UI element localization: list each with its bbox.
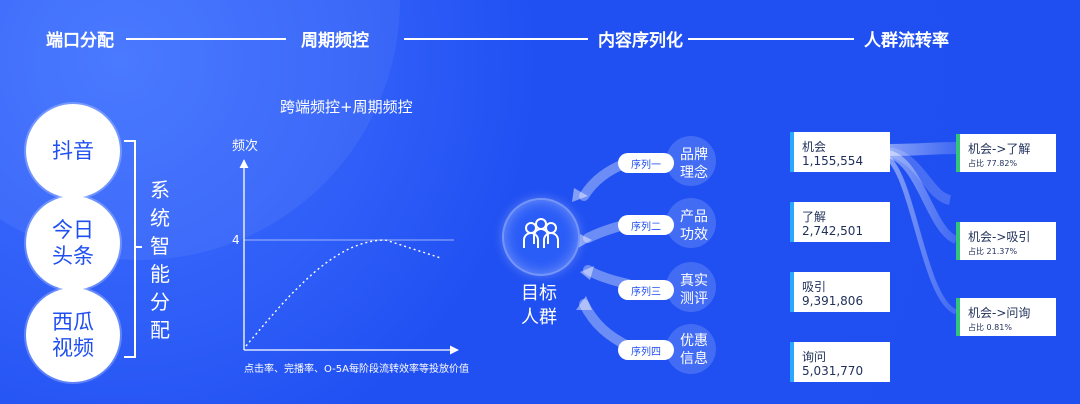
sequence-desc-line: 功效 <box>680 227 708 243</box>
sequence-desc-line: 信息 <box>680 351 708 367</box>
funnel-stage-name: 了解 <box>802 210 827 224</box>
sequence-desc-line: 品牌 <box>680 147 708 163</box>
conversion-name: 机会->了解 <box>968 142 1031 156</box>
system-distribution-label: 系 统 智 能 分 配 <box>146 176 174 344</box>
x-axis-label: 点击率、完播率、O-5A每阶段流转效率等投放价值 <box>244 362 469 375</box>
funnel-stage-value: 1,155,554 <box>802 154 864 168</box>
flow-ribbon <box>886 147 952 205</box>
platform-label: 抖音 <box>52 139 94 163</box>
funnel-box-inquire: 询问 5,031,770 <box>790 342 890 382</box>
arrow-head <box>572 188 588 202</box>
arrow-head <box>576 296 592 310</box>
flow-ribbon <box>886 150 958 244</box>
y-marker-label: 4 <box>232 233 240 247</box>
header-connector <box>126 38 286 40</box>
target-audience-node <box>502 198 580 276</box>
header-step-4: 人群流转率 <box>864 31 949 51</box>
target-audience-label: 目标 人群 <box>512 282 566 330</box>
sequence-tag: 序列四 <box>618 340 674 360</box>
funnel-stage-value: 9,391,806 <box>802 294 864 308</box>
vertical-char: 智 <box>150 234 170 258</box>
sequence-desc-line: 测评 <box>680 291 708 307</box>
conversion-box: 机会->了解 占比 77.82% <box>956 134 1056 172</box>
sequence-tag: 序列二 <box>618 215 674 235</box>
group-people-icon <box>523 218 559 248</box>
funnel-box-attract: 吸引 9,391,806 <box>790 272 890 312</box>
header-step-2: 周期频控 <box>301 31 369 51</box>
conversion-share: 占比 0.81% <box>968 323 1012 332</box>
flow-ribbon <box>887 142 957 156</box>
sequence-arrow <box>579 299 633 351</box>
sequence-halo <box>666 136 716 186</box>
funnel-stage-name: 询问 <box>802 350 827 364</box>
vertical-char: 配 <box>150 318 170 342</box>
sequence-desc: 真实 测评 <box>680 272 708 308</box>
arrow-head <box>578 234 592 248</box>
sequence-desc: 优惠 信息 <box>680 332 708 368</box>
vertical-char: 系 <box>150 178 170 202</box>
funnel-box-understand: 了解 2,742,501 <box>790 202 890 242</box>
platform-label: 头条 <box>52 244 94 268</box>
funnel-box-opportunity: 机会 1,155,554 <box>790 132 890 172</box>
conversion-box: 机会->问询 占比 0.81% <box>956 298 1056 336</box>
header-step-1: 端口分配 <box>46 31 114 51</box>
sequence-halo <box>666 324 716 374</box>
sequence-tag: 序列一 <box>618 153 674 173</box>
sequence-desc-line: 产品 <box>680 209 708 225</box>
platform-label: 视频 <box>52 336 94 360</box>
platform-toutiao: 今日头条 <box>26 196 120 290</box>
platform-xigua: 西瓜视频 <box>26 288 120 382</box>
chart-subtitle: 跨端频控+周期频控 <box>280 98 413 116</box>
conversion-box: 机会->吸引 占比 21.37% <box>956 222 1056 260</box>
platform-bracket <box>124 140 136 358</box>
y-axis-label: 频次 <box>232 138 258 154</box>
target-line: 人群 <box>521 307 557 328</box>
header-connector <box>688 38 854 40</box>
header-step-3: 内容序列化 <box>598 31 683 51</box>
conversion-share: 占比 77.82% <box>968 159 1018 168</box>
sequence-halo <box>666 198 716 248</box>
funnel-stage-name: 吸引 <box>802 280 827 294</box>
sequence-desc: 产品 功效 <box>680 208 708 244</box>
flow-ribbon <box>886 156 958 315</box>
vertical-char: 统 <box>150 206 170 230</box>
vertical-char: 能 <box>150 262 170 286</box>
frequency-curve <box>245 239 441 347</box>
arrow-head <box>580 266 594 280</box>
platform-label: 今日 <box>52 218 94 242</box>
funnel-stage-value: 5,031,770 <box>802 364 864 378</box>
bracket-tick <box>136 246 142 248</box>
sequence-desc-line: 优惠 <box>680 333 708 349</box>
sequence-desc-line: 理念 <box>680 165 708 181</box>
conversion-name: 机会->吸引 <box>968 230 1031 244</box>
conversion-name: 机会->问询 <box>968 306 1031 320</box>
funnel-stage-value: 2,742,501 <box>802 224 864 238</box>
sequence-desc-line: 真实 <box>680 273 708 289</box>
funnel-stage-name: 机会 <box>802 140 827 154</box>
vertical-char: 分 <box>150 290 170 314</box>
conversion-share: 占比 21.37% <box>968 247 1018 256</box>
platform-douyin: 抖音 <box>26 104 120 198</box>
target-line: 目标 <box>521 283 557 304</box>
sequence-tag: 序列三 <box>618 280 674 300</box>
sequence-halo <box>666 262 716 312</box>
platform-label: 西瓜 <box>52 310 94 334</box>
sequence-desc: 品牌 理念 <box>680 146 708 182</box>
header-connector <box>404 38 588 40</box>
